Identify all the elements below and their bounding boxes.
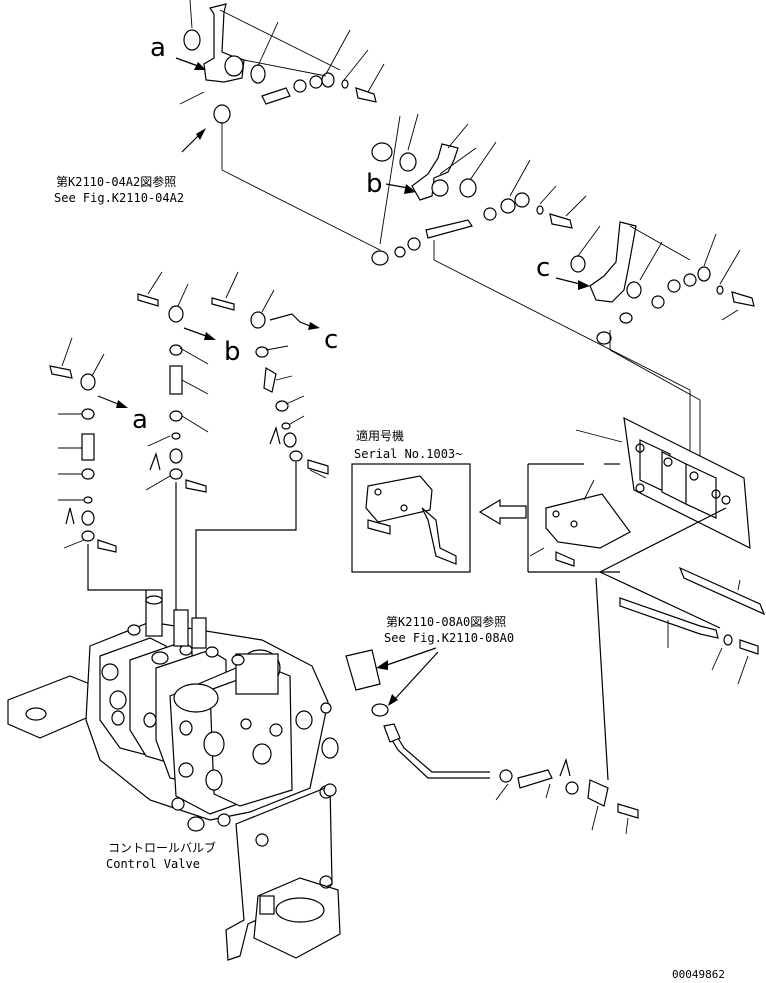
lever-assembly-c xyxy=(570,221,755,480)
arrow-icon xyxy=(194,62,206,70)
drawing-number: 00049862 xyxy=(672,968,725,981)
arrow-icon xyxy=(578,280,590,290)
serial-box-jp: 適用号機 xyxy=(356,428,404,443)
arrow-icon xyxy=(376,660,388,670)
callout-a-top: a xyxy=(150,33,206,70)
serial-box-en: Serial No.1003~ xyxy=(354,447,462,461)
arrow-icon xyxy=(388,694,398,706)
rods xyxy=(619,566,766,685)
arrow-icon xyxy=(116,400,128,408)
lever-assembly-a xyxy=(183,3,381,251)
arrow-icon xyxy=(308,322,320,330)
callout-b-top-label: b xyxy=(366,169,383,199)
callout-c-top-label: c xyxy=(536,253,550,283)
control-valve-en: Control Valve xyxy=(106,857,200,871)
ref-04a2-jp: 第K2110-04A2図参照 xyxy=(56,174,176,189)
arrow-icon xyxy=(404,184,416,194)
control-valve-jp: コントロールバルブ xyxy=(108,840,216,855)
left-linkage-chain xyxy=(49,271,329,640)
callout-a-mid-label: a xyxy=(132,405,148,435)
ref-08a0-jp: 第K2110-08A0図参照 xyxy=(386,614,506,629)
control-cable xyxy=(345,577,639,835)
callout-b-mid-label: b xyxy=(224,337,241,367)
control-valve xyxy=(7,589,341,961)
lever-assembly-b xyxy=(371,113,691,470)
callout-c-mid-label: c xyxy=(324,325,338,355)
arrow-icon xyxy=(196,128,206,140)
ref-08a0-en: See Fig.K2110-08A0 xyxy=(384,631,514,645)
serial-box: 適用号機 Serial No.1003~ xyxy=(351,428,631,573)
ref-04a2-en: See Fig.K2110-04A2 xyxy=(54,191,184,205)
leader-lines-top xyxy=(179,0,385,105)
arrow-icon xyxy=(204,332,216,340)
bracket-plate xyxy=(575,416,751,629)
arrow-icon xyxy=(478,498,527,526)
callout-a-top-label: a xyxy=(150,33,166,63)
